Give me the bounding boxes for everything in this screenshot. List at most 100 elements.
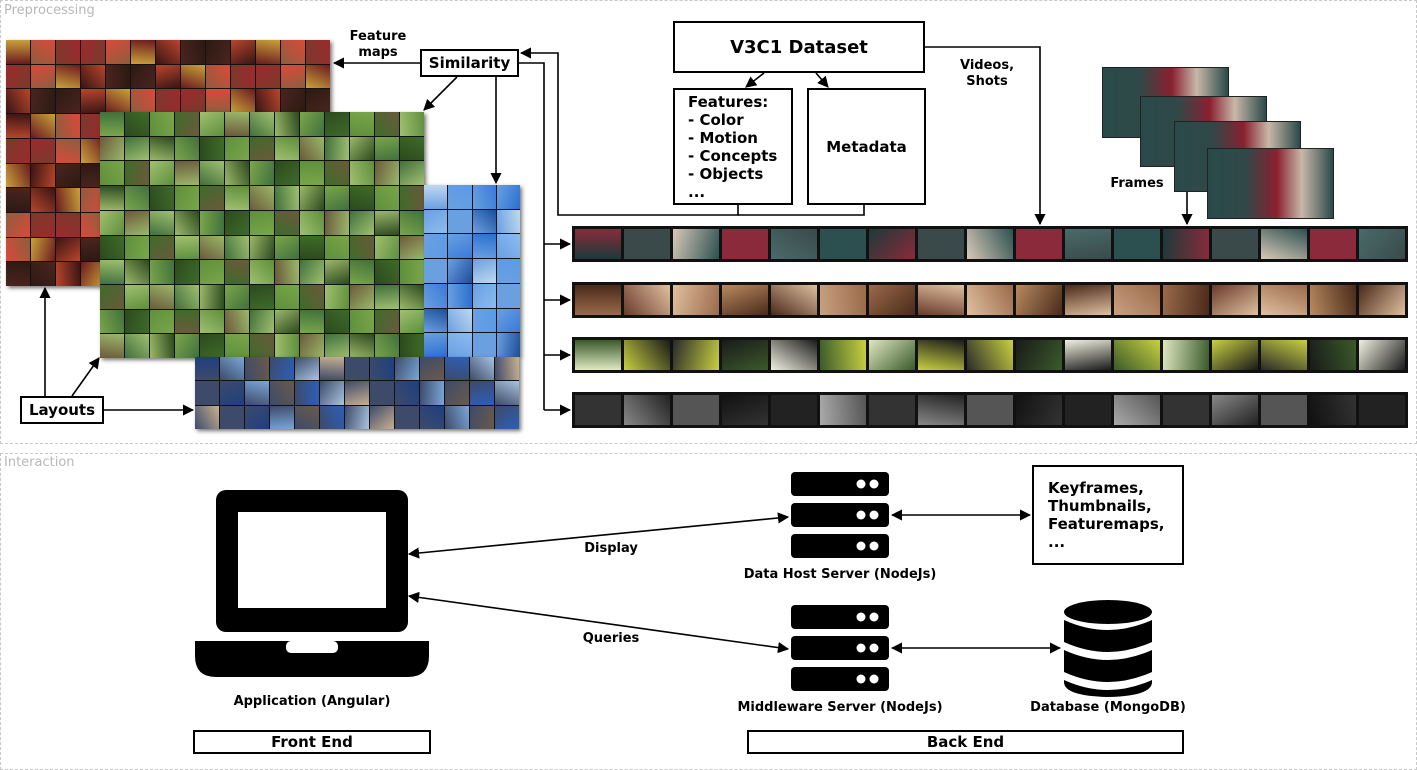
thumbnail-tile — [150, 210, 174, 235]
thumbnail-tile — [150, 309, 174, 334]
interaction-section-title: Interaction — [4, 455, 75, 470]
database-icon — [1064, 600, 1152, 697]
features-list: Features: - Color - Motion - Concepts - … — [688, 93, 791, 201]
video-frame — [722, 285, 768, 315]
video-frame — [820, 395, 866, 425]
video-frame — [967, 285, 1013, 315]
thumbnail-tile — [231, 40, 255, 64]
thumbnail-tile — [325, 334, 349, 358]
laptop-icon — [195, 490, 429, 677]
thumbnail-tile — [225, 284, 249, 309]
thumbnail-tile — [400, 334, 424, 358]
thumbnail-tile — [125, 210, 149, 235]
features-box: Features: - Color - Motion - Concepts - … — [673, 88, 793, 205]
dataset-box: V3C1 Dataset — [673, 21, 925, 73]
video-frame — [1310, 285, 1356, 315]
thumbnail-tile — [350, 284, 374, 309]
thumbnail-tile — [375, 186, 399, 210]
thumbnail-tile — [395, 381, 419, 405]
video-frame — [869, 229, 915, 259]
video-frame — [1016, 395, 1062, 425]
thumbnail-tile — [175, 235, 199, 260]
thumbnail-tile — [250, 235, 274, 260]
video-frame — [1261, 285, 1307, 315]
thumbnail-tile — [31, 40, 55, 64]
thumbnail-tile — [472, 259, 496, 283]
thumbnail-tile — [470, 381, 494, 405]
thumbnail-tile — [256, 40, 280, 64]
thumbnail-tile — [125, 112, 149, 136]
video-frame — [1163, 340, 1209, 370]
thumbnail-tile — [175, 284, 199, 309]
thumbnail-tile — [250, 112, 274, 136]
thumbnail-tile — [6, 114, 30, 138]
video-frame — [722, 229, 768, 259]
thumbnail-tile — [496, 209, 520, 234]
similarity-box: Similarity — [420, 49, 519, 77]
video-frame — [1212, 395, 1258, 425]
thumbnail-tile — [200, 235, 224, 260]
thumbnail-tile — [81, 237, 105, 262]
thumbnail-tile — [350, 186, 374, 210]
back-end-box: Back End — [747, 730, 1184, 754]
thumbnail-tile — [375, 334, 399, 358]
assets-list: Keyframes, Thumbnails, Featuremaps, ... — [1048, 479, 1182, 551]
thumbnail-tile — [350, 235, 374, 260]
thumbnail-tile — [100, 136, 124, 161]
thumbnail-tile — [350, 309, 374, 334]
thumbnail-tile — [106, 40, 130, 64]
video-strip — [572, 226, 1408, 262]
video-frame — [624, 340, 670, 370]
thumbnail-tile — [250, 136, 274, 161]
thumbnail-tile — [448, 333, 472, 357]
thumbnail-tile — [400, 136, 424, 161]
features-item: - Concepts — [688, 147, 778, 165]
thumbnail-tile — [6, 212, 30, 237]
back-end-label: Back End — [926, 733, 1005, 751]
assets-item: Featuremaps, — [1048, 515, 1165, 533]
thumbnail-tile — [31, 188, 55, 212]
thumbnail-tile — [325, 161, 349, 186]
front-end-box: Front End — [193, 730, 431, 754]
thumbnail-tile — [81, 163, 105, 188]
thumbnail-tile — [200, 284, 224, 309]
video-frame — [575, 229, 621, 259]
thumbnail-tile — [448, 185, 472, 209]
thumbnail-tile — [325, 112, 349, 136]
video-frame — [869, 340, 915, 370]
thumbnail-tile — [495, 381, 519, 405]
thumbnail-tile — [400, 309, 424, 334]
thumbnail-tile — [448, 259, 472, 283]
video-frame — [771, 340, 817, 370]
thumbnail-tile — [56, 40, 80, 64]
thumbnail-tile — [100, 210, 124, 235]
thumbnail-tile — [350, 334, 374, 358]
thumbnail-tile — [270, 405, 294, 429]
thumbnail-tile — [496, 185, 520, 209]
thumbnail-tile — [375, 136, 399, 161]
thumbnail-tile — [400, 161, 424, 186]
thumbnail-tile — [175, 186, 199, 210]
thumbnail-tile — [325, 284, 349, 309]
assets-item: Keyframes, — [1048, 479, 1144, 497]
thumbnail-tile — [300, 309, 324, 334]
thumbnail-tile — [245, 357, 269, 381]
thumbnail-tile — [150, 112, 174, 136]
assets-box: Keyframes, Thumbnails, Featuremaps, ... — [1032, 465, 1184, 565]
video-frame — [624, 229, 670, 259]
thumbnail-tile — [156, 89, 180, 114]
thumbnail-tile — [275, 309, 299, 334]
video-frame — [722, 340, 768, 370]
thumbnail-tile — [181, 89, 205, 114]
thumbnail-tile — [300, 235, 324, 260]
thumbnail-tile — [472, 185, 496, 209]
thumbnail-tile — [56, 138, 80, 163]
thumbnail-tile — [472, 333, 496, 357]
layouts-label: Layouts — [28, 401, 96, 419]
thumbnail-tile — [206, 89, 230, 114]
thumbnail-tile — [250, 309, 274, 334]
thumbnail-tile — [270, 381, 294, 405]
thumbnail-tile — [56, 64, 80, 89]
thumbnail-tile — [395, 357, 419, 381]
thumbnail-tile — [270, 357, 294, 381]
